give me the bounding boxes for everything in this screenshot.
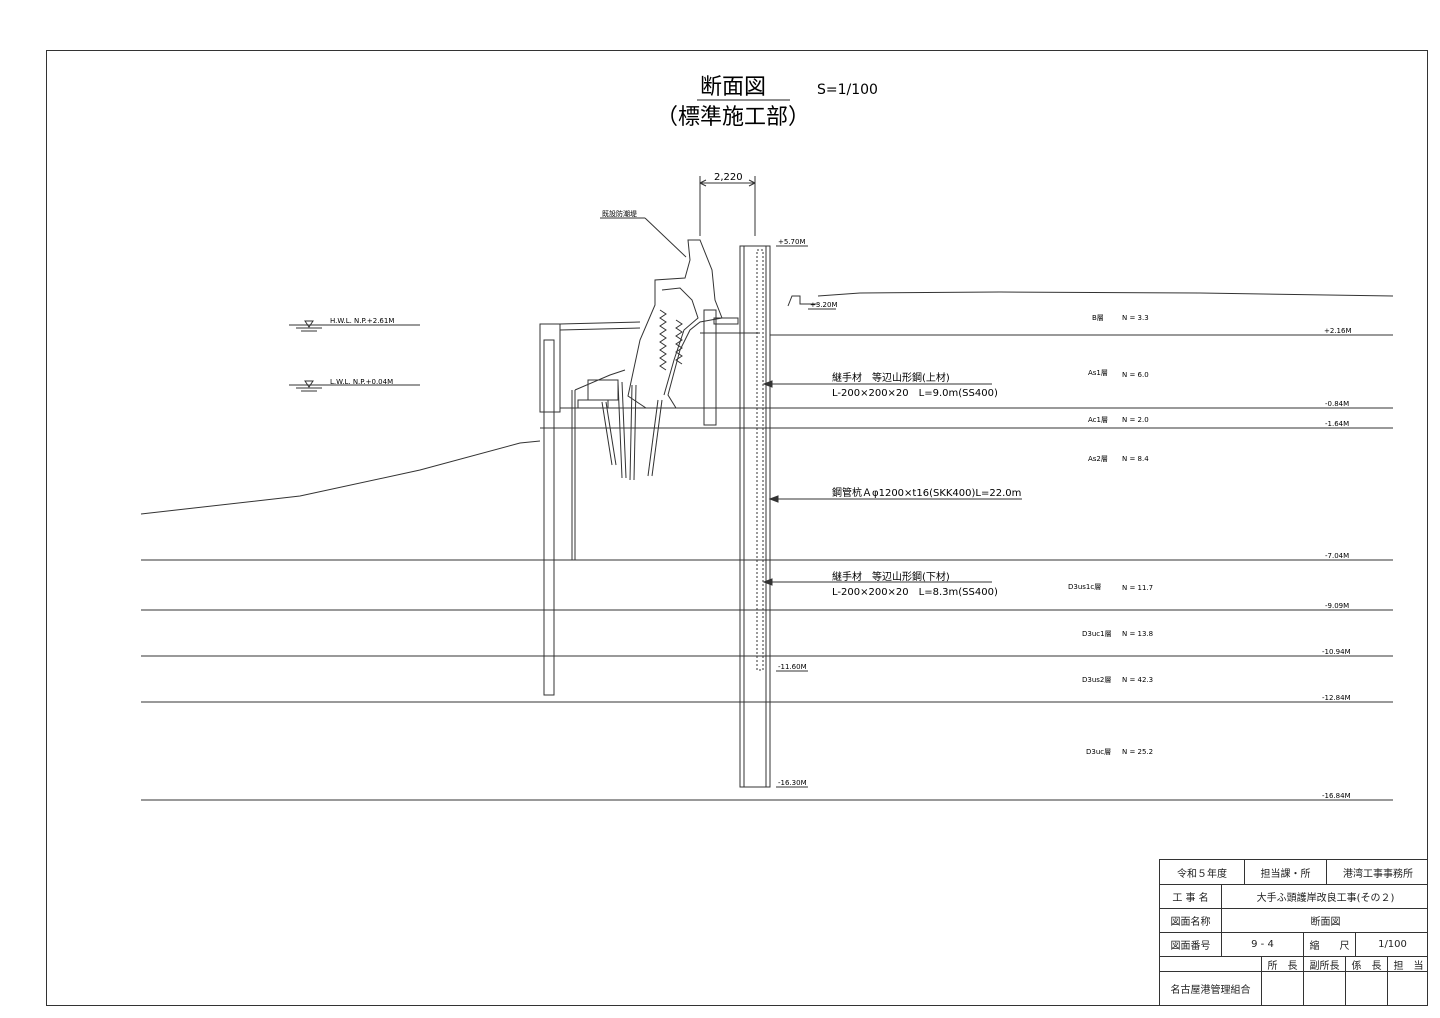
tie-bottom-elevation: -11.60M [778, 663, 807, 671]
dimension-line [699, 176, 756, 236]
seabed-line [140, 440, 541, 515]
title-block: 令和５年度 担当課・所 港湾工事事務所 工 事 名 大手ふ頭護岸改良工事(その２… [1159, 859, 1428, 1006]
soil-layer-name: B層 [1092, 314, 1104, 322]
org-spacer [1160, 957, 1262, 971]
pile-spec-label: 鋼管杭Ａφ1200×t16(SKK400)L=22.0m [832, 486, 1021, 499]
layer-bottom-label: +2.16M [1324, 327, 1352, 335]
project-label-cell: 工 事 名 [1160, 885, 1222, 908]
lower-tie-leader [762, 578, 992, 586]
title-block-row-sign: 名古屋港管理組合 [1160, 972, 1427, 1005]
drawing-scale: S=1/100 [817, 82, 878, 98]
existing-seawall [577, 239, 760, 481]
title-block-row-year: 令和５年度 担当課・所 港湾工事事務所 [1160, 860, 1427, 885]
sign-box [1304, 972, 1346, 1005]
soil-layer-n-value: N = 3.3 [1122, 314, 1149, 322]
crown-wall [787, 295, 818, 307]
pile-toe-elevation: -16.30M [778, 779, 807, 787]
role-cell: 担 当 [1393, 960, 1424, 972]
layer-bottom-label: -10.94M [1322, 648, 1351, 656]
upper-tie-name: 継手材 等辺山形鋼(上材) [832, 371, 950, 384]
soil-layer-n-value: N = 13.8 [1122, 630, 1153, 638]
upper-tie-leader [762, 380, 992, 388]
crown-elevation: +3.20M [810, 301, 838, 309]
hwl-marker [289, 320, 420, 332]
seawall-leader [644, 217, 687, 258]
soil-layer-n-value: N = 11.7 [1122, 584, 1153, 592]
org-name-cell: 名古屋港管理組合 [1160, 972, 1262, 1005]
hwl-label: H.W.L. N.P.+2.61M [330, 317, 394, 325]
lower-tie-name: 継手材 等辺山形鋼(下材) [832, 570, 950, 583]
soil-layer-name: D3us2層 [1082, 676, 1111, 684]
soil-layer-name: D3uc1層 [1082, 630, 1112, 638]
title-block-row-roles: 所 長 副所長 係 長 担 当 [1160, 957, 1427, 972]
upper-tie-spec: L-200×200×20 L=9.0m(SS400) [832, 388, 998, 399]
drawing-frame [46, 50, 1428, 1006]
lwl-label: L.W.L. N.P.+0.04M [330, 378, 393, 386]
soil-layer-n-value: N = 25.2 [1122, 748, 1153, 756]
dept-value-cell: 港湾工事事務所 [1343, 868, 1413, 880]
layer-bottom-label: -0.84M [1325, 400, 1349, 408]
soil-layer-name: As2層 [1088, 455, 1108, 463]
title-block-row-drawing: 図面名称 断面図 [1160, 909, 1427, 933]
dimension-value: 2,220 [714, 172, 743, 183]
soil-layer-n-value: N = 2.0 [1122, 416, 1149, 424]
pile-top-elevation: +5.70M [778, 238, 806, 246]
soil-layer-name: As1層 [1088, 369, 1108, 377]
dept-label-cell: 担当課・所 [1245, 860, 1327, 884]
soil-layer-n-value: N = 42.3 [1122, 676, 1153, 684]
sign-box [1262, 972, 1304, 1005]
year-cell: 令和５年度 [1160, 860, 1245, 884]
existing-revetment [539, 321, 641, 696]
project-value-cell: 大手ふ頭護岸改良工事(その２) [1256, 893, 1395, 904]
number-value-cell: 9 - 4 [1222, 933, 1304, 956]
title-block-row-number: 図面番号 9 - 4 縮 尺 1/100 [1160, 933, 1427, 957]
lower-tie-spec: L-200×200×20 L=8.3m(SS400) [832, 587, 998, 598]
soil-layer-name: D3us1c層 [1068, 583, 1101, 591]
steel-pipe-pile [739, 245, 771, 788]
layer-bottom-label: -12.84M [1322, 694, 1351, 702]
existing-seawall-label: 既設防潮堤 [602, 209, 637, 218]
number-label-cell: 図面番号 [1160, 933, 1222, 956]
soil-layer-n-value: N = 6.0 [1122, 371, 1149, 379]
soil-layer-name: D3uc層 [1086, 748, 1111, 756]
drawing-title: 断面図 [700, 75, 766, 100]
role-cell: 副所長 [1304, 957, 1346, 972]
layer-bottom-label: -7.04M [1325, 552, 1349, 560]
layer-bottom-label: -1.64M [1325, 420, 1349, 428]
title-block-row-project: 工 事 名 大手ふ頭護岸改良工事(その２) [1160, 885, 1427, 909]
sign-box [1346, 972, 1388, 1005]
lwl-marker [289, 380, 420, 392]
layer-bottom-label: -9.09M [1325, 602, 1349, 610]
drawing-subtitle: （標準施工部） [656, 105, 810, 130]
drawing-value-cell: 断面図 [1310, 917, 1341, 928]
pile-spec-leader [768, 495, 1022, 503]
soil-layer-name: Ac1層 [1088, 416, 1108, 424]
land-surface-line [817, 291, 1394, 297]
layer-bottom-label: -16.84M [1322, 792, 1351, 800]
soil-layer-n-value: N = 8.4 [1122, 455, 1149, 463]
role-cell: 所 長 [1262, 957, 1304, 972]
drawing-label-cell: 図面名称 [1160, 909, 1222, 932]
scale-label-cell: 縮 尺 [1304, 933, 1356, 956]
role-cell: 係 長 [1346, 957, 1388, 972]
sign-box [1388, 972, 1429, 1005]
scale-value-cell: 1/100 [1378, 939, 1407, 950]
